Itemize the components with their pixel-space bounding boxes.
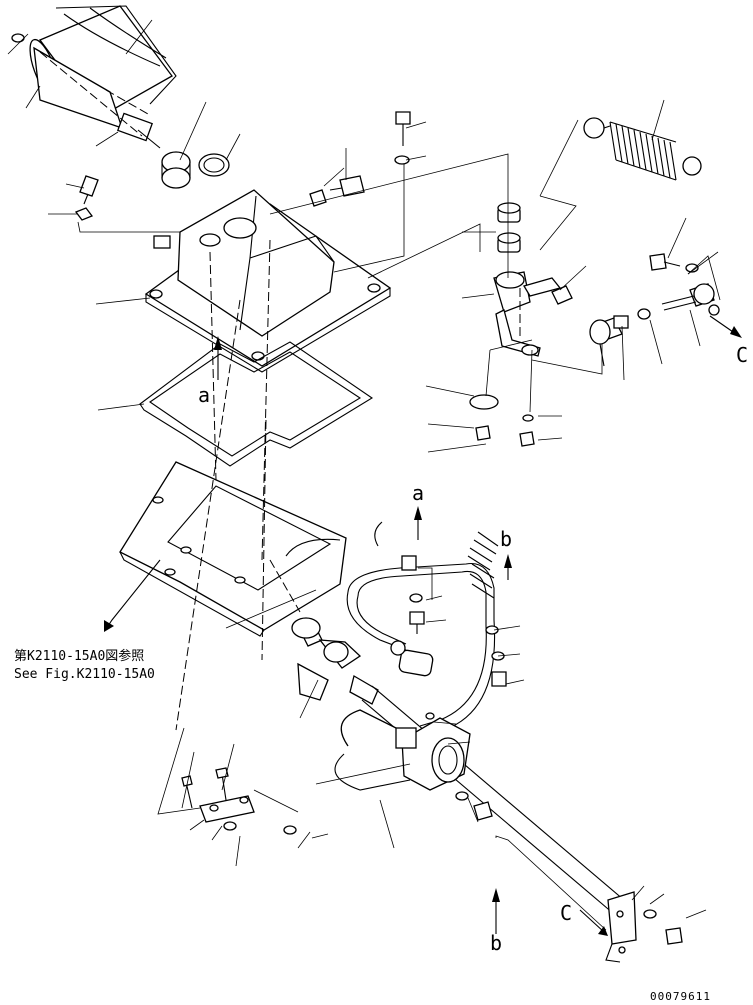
label-a-left: a	[198, 383, 210, 407]
linkage-lever	[493, 202, 573, 357]
label-b-top: b	[500, 527, 512, 551]
lever-grip-assembly	[11, 5, 177, 149]
leader-lines	[7, 19, 721, 931]
switch-assembly	[395, 712, 471, 791]
reference-note-en: See Fig.K2110-15A0	[14, 667, 155, 682]
assembly-centerlines	[39, 51, 521, 731]
label-c-right: C	[736, 343, 748, 367]
direction-arrows	[104, 315, 742, 936]
lever-bracket-cover	[144, 189, 392, 373]
label-b-bottom: b	[490, 931, 502, 955]
ball-joint-parts	[589, 283, 720, 367]
bushing-parts	[161, 151, 230, 189]
gasket-upper	[139, 341, 374, 467]
gasket-plate-lower	[119, 461, 383, 637]
label-c-bottom: C	[560, 901, 572, 925]
control-shaft	[291, 617, 637, 963]
return-spring	[583, 117, 702, 181]
label-a-top: a	[412, 481, 424, 505]
drawing-id: 00079611	[650, 990, 711, 1003]
reference-note-jp: 第K2110-15A0図参照	[14, 648, 144, 664]
fasteners	[74, 111, 699, 945]
